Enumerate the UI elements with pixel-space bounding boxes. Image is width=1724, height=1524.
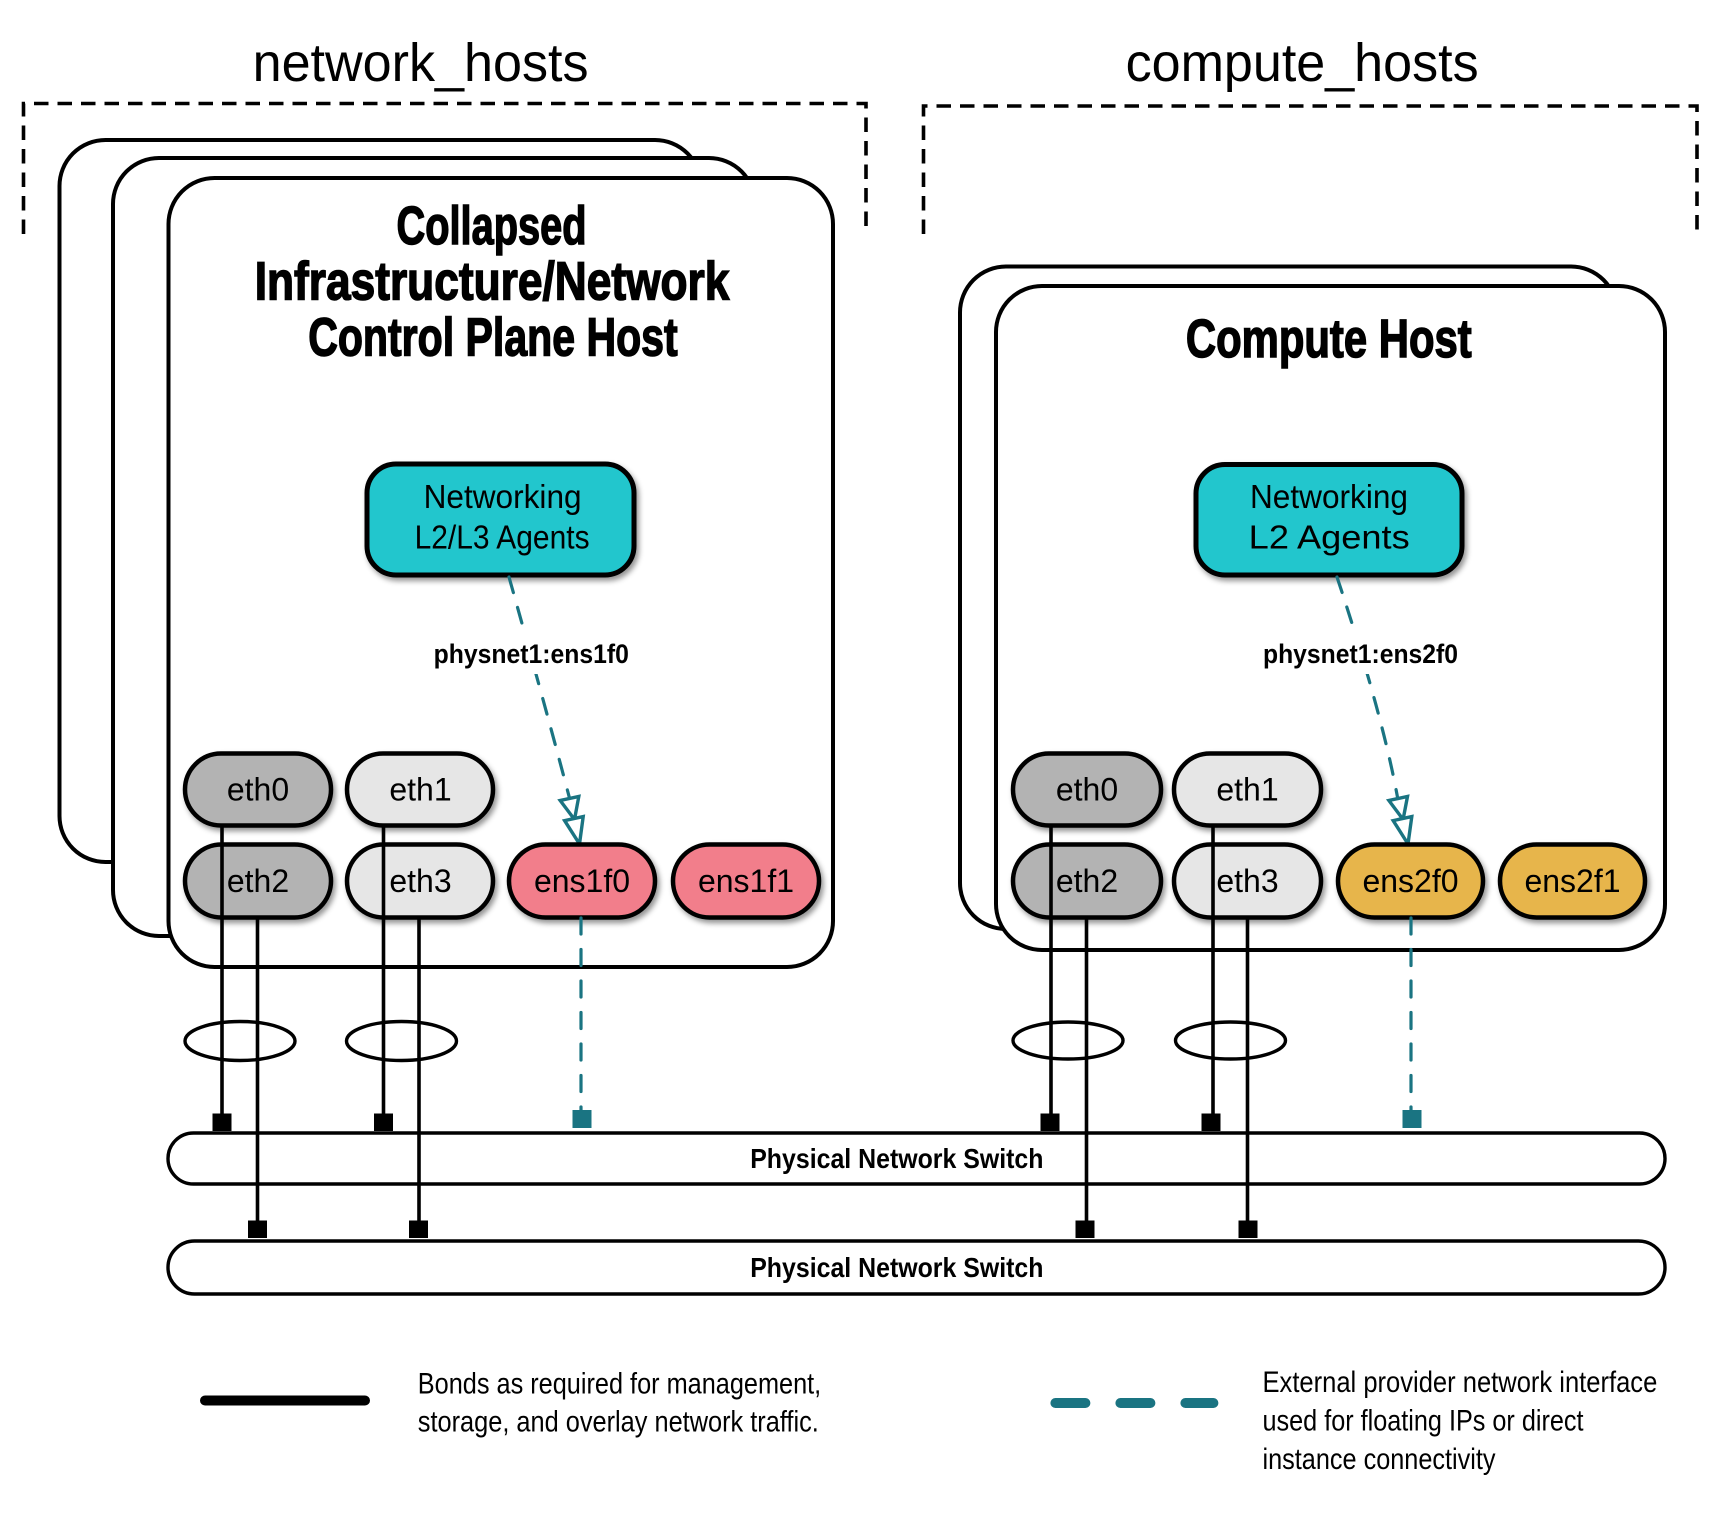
svg-text:L2 Agents: L2 Agents (1249, 519, 1410, 556)
svg-text:eth0: eth0 (1056, 772, 1118, 808)
svg-text:External provider network inte: External provider network interface (1263, 1366, 1658, 1399)
svg-text:eth0: eth0 (227, 772, 289, 808)
svg-text:eth3: eth3 (389, 863, 451, 899)
svg-text:instance connectivity: instance connectivity (1263, 1443, 1496, 1476)
svg-text:eth2: eth2 (227, 863, 289, 899)
svg-text:Physical Network Switch: Physical Network Switch (750, 1143, 1043, 1174)
svg-text:eth2: eth2 (1056, 863, 1118, 899)
svg-text:ens1f1: ens1f1 (698, 863, 794, 899)
svg-text:compute_hosts: compute_hosts (1126, 33, 1479, 93)
svg-text:Networking: Networking (1250, 478, 1408, 515)
svg-text:eth3: eth3 (1216, 863, 1278, 899)
svg-text:Networking: Networking (424, 478, 582, 515)
svg-text:Bonds as required for manageme: Bonds as required for management, (418, 1368, 821, 1401)
svg-text:Compute Host: Compute Host (1186, 309, 1472, 369)
svg-text:physnet1:ens2f0: physnet1:ens2f0 (1263, 639, 1458, 669)
svg-text:eth1: eth1 (389, 772, 451, 808)
svg-text:ens2f1: ens2f1 (1524, 863, 1620, 899)
svg-text:Infrastructure/Network: Infrastructure/Network (255, 252, 730, 312)
svg-text:Collapsed: Collapsed (397, 196, 587, 256)
svg-text:used for floating IPs or direc: used for floating IPs or direct (1263, 1405, 1585, 1438)
svg-text:Control Plane Host: Control Plane Host (308, 308, 678, 368)
svg-text:eth1: eth1 (1216, 772, 1278, 808)
svg-text:ens1f0: ens1f0 (534, 863, 630, 899)
svg-text:network_hosts: network_hosts (253, 33, 589, 93)
svg-text:ens2f0: ens2f0 (1362, 863, 1458, 899)
svg-text:Physical Network Switch: Physical Network Switch (750, 1252, 1043, 1283)
svg-text:storage, and overlay network t: storage, and overlay network traffic. (418, 1406, 819, 1439)
svg-text:L2/L3 Agents: L2/L3 Agents (415, 519, 590, 556)
svg-text:physnet1:ens1f0: physnet1:ens1f0 (434, 639, 629, 669)
